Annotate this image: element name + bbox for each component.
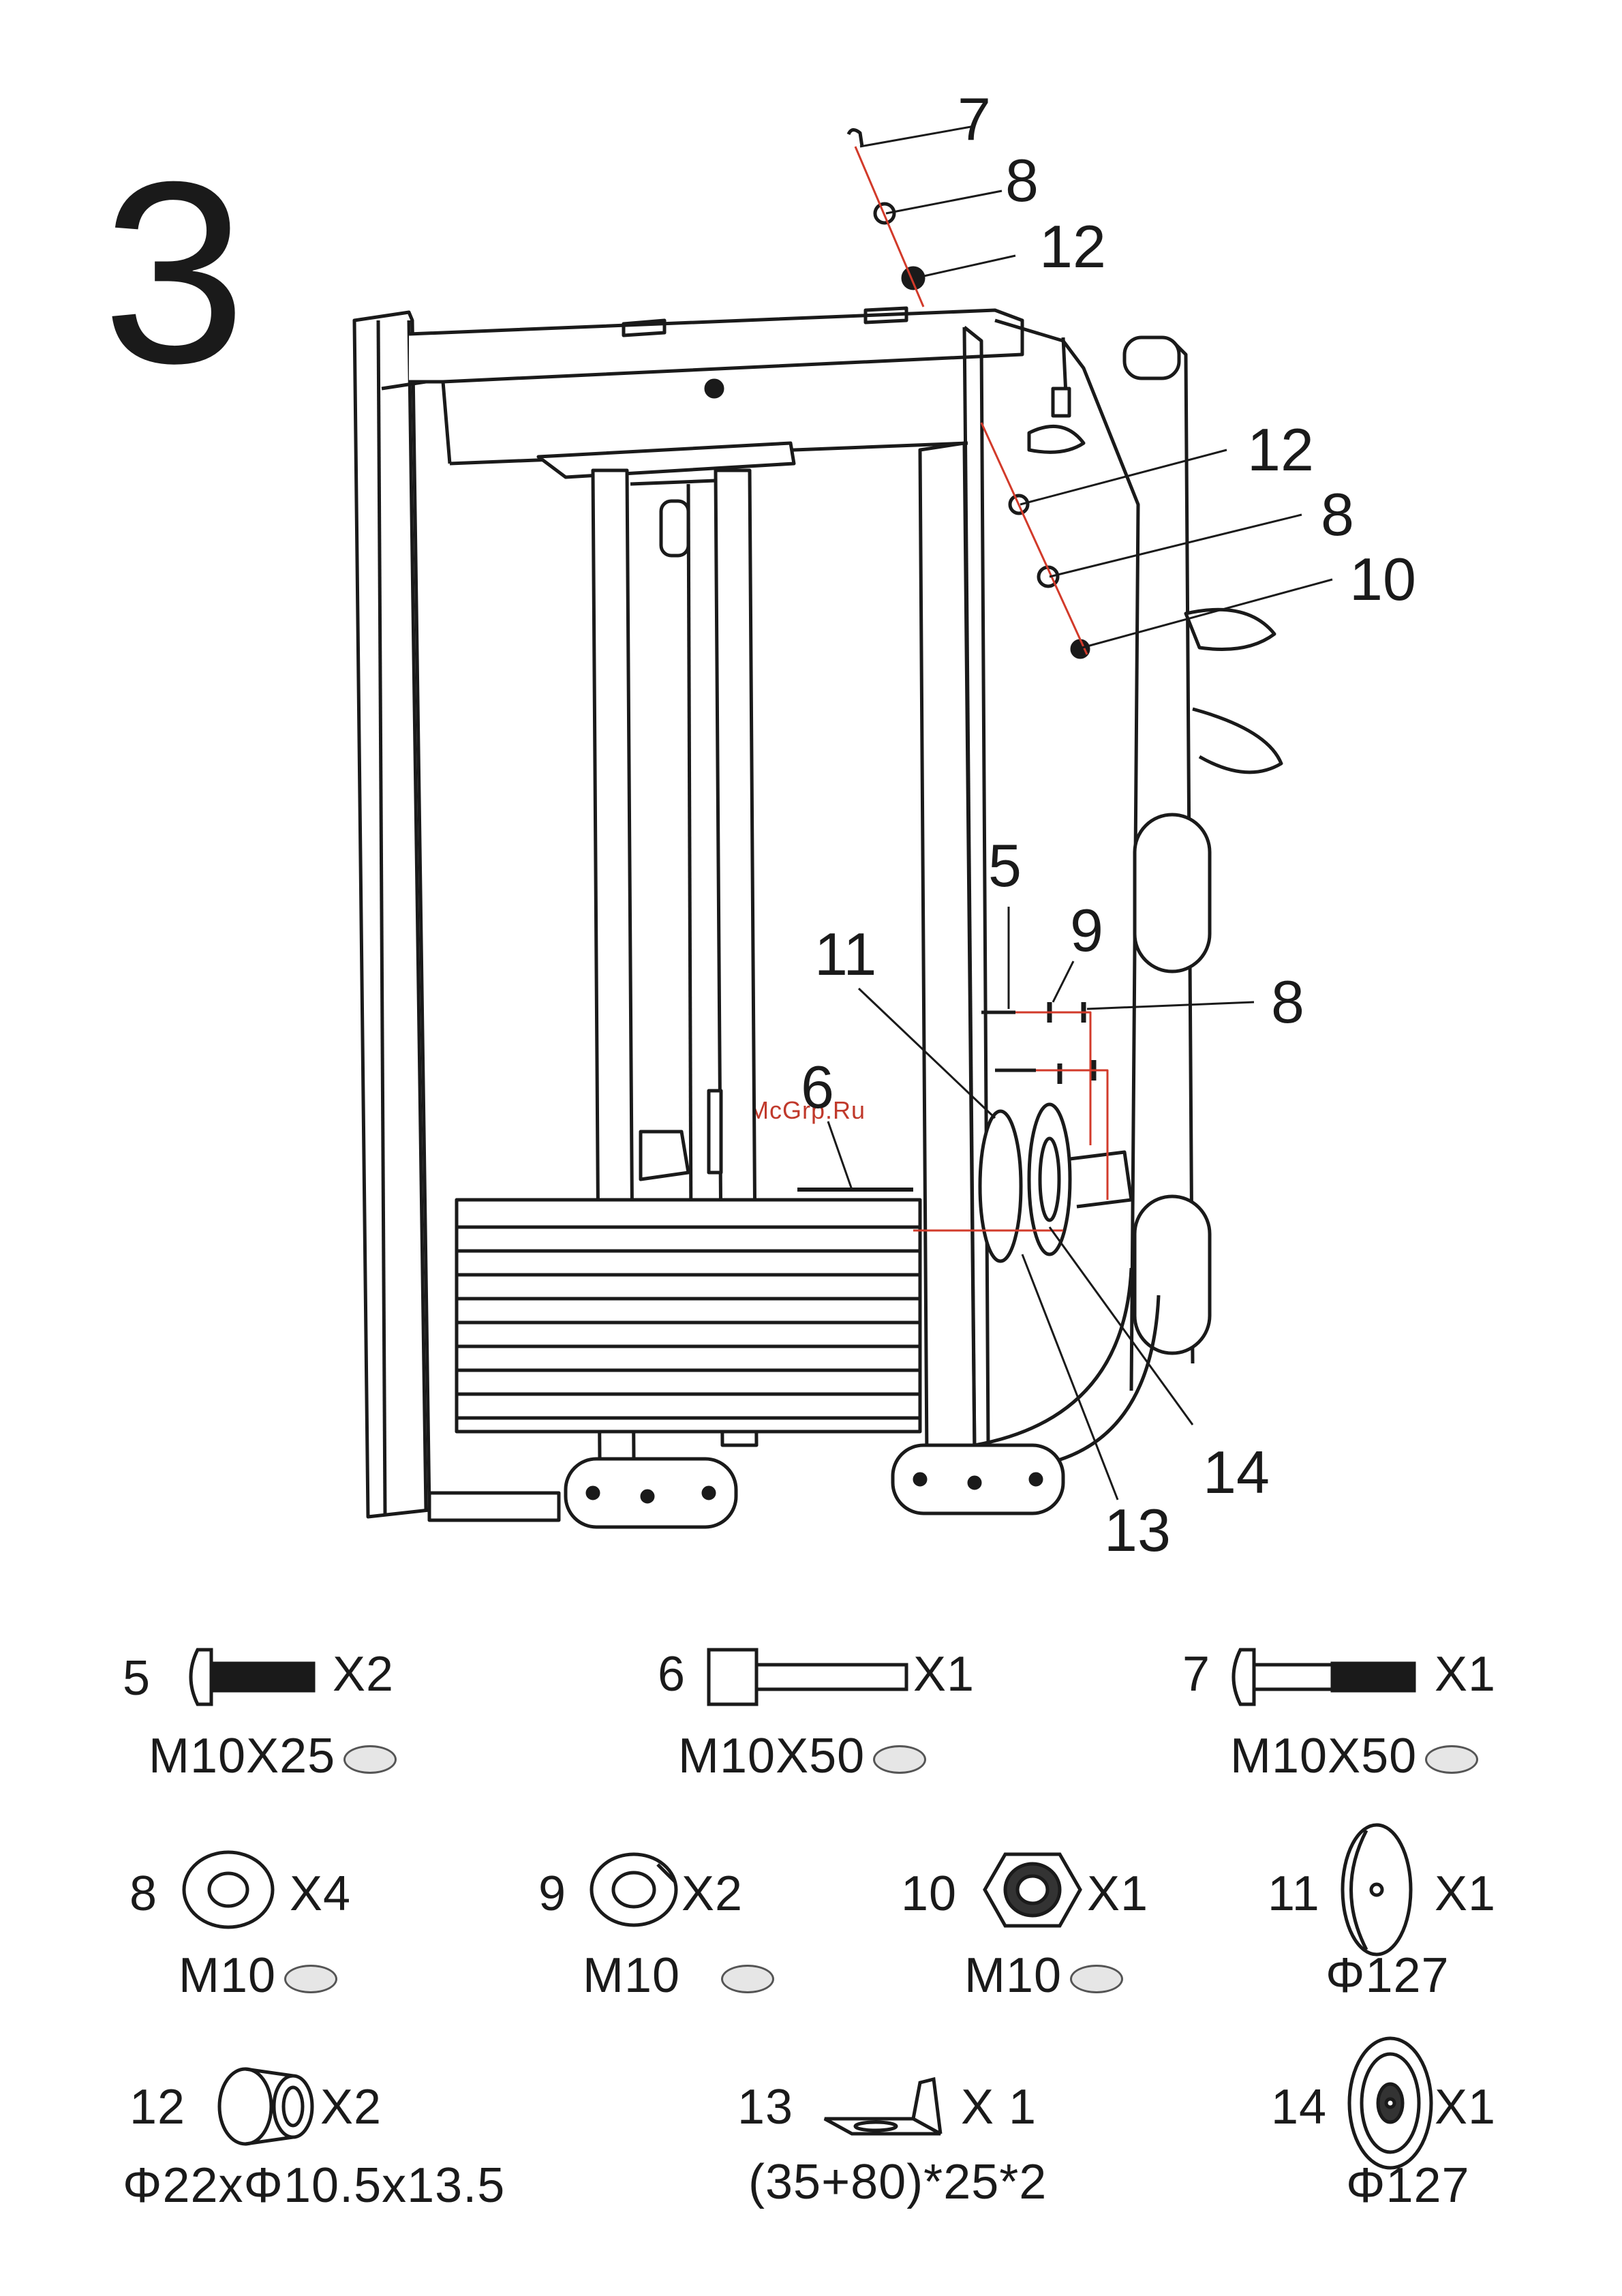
carriage-bolt-icon xyxy=(1234,1650,1414,1704)
part-number: 13 xyxy=(737,2083,793,2132)
marker-oval xyxy=(1070,1965,1123,1993)
part-number: 6 xyxy=(658,1650,686,1699)
marker-oval xyxy=(343,1745,397,1774)
part-spec: M10 xyxy=(179,1951,337,2000)
part-quantity: X2 xyxy=(333,1650,394,1699)
part-quantity: X4 xyxy=(290,1869,351,1918)
bracket-icon xyxy=(825,2079,940,2134)
part-spec: M10 xyxy=(583,1951,774,2000)
part-spec: (35+80)*25*2 xyxy=(748,2158,1047,2207)
part-quantity: X1 xyxy=(1435,1869,1496,1918)
part-spec: M10X25 xyxy=(149,1732,397,1781)
part-number: 12 xyxy=(129,2083,185,2132)
flat-washer-icon xyxy=(184,1852,273,1927)
bushing-icon xyxy=(219,2069,312,2144)
part-number: 5 xyxy=(123,1654,151,1703)
part-quantity: X 1 xyxy=(961,2083,1037,2132)
hex-socket-bolt-icon xyxy=(709,1650,906,1704)
part-spec: Φ127 xyxy=(1346,2161,1470,2210)
part-spec: M10X50 xyxy=(678,1732,926,1781)
part-number: 10 xyxy=(901,1869,957,1918)
part-spec: M10X50 xyxy=(1230,1732,1478,1781)
part-spec: Φ22xΦ10.5x13.5 xyxy=(123,2161,505,2210)
part-number: 8 xyxy=(129,1869,157,1918)
part-spec: Φ127 xyxy=(1326,1951,1450,2000)
part-quantity: X2 xyxy=(682,1869,743,1918)
part-number: 7 xyxy=(1182,1650,1210,1699)
marker-oval xyxy=(873,1745,926,1774)
part-spec: M10 xyxy=(964,1951,1123,2000)
part-quantity: X2 xyxy=(320,2083,382,2132)
part-number: 9 xyxy=(538,1869,566,1918)
part-quantity: X1 xyxy=(1087,1869,1148,1918)
marker-oval xyxy=(721,1965,774,1993)
part-number: 14 xyxy=(1271,2083,1327,2132)
spring-washer-icon xyxy=(592,1854,676,1925)
part-quantity: X1 xyxy=(913,1650,975,1699)
carriage-bolt-icon xyxy=(191,1650,313,1704)
part-quantity: X1 xyxy=(1435,1650,1496,1699)
marker-oval xyxy=(1425,1745,1478,1774)
lock-nut-icon xyxy=(985,1854,1080,1926)
pulley-cover-icon xyxy=(1343,1825,1411,1954)
part-quantity: X1 xyxy=(1435,2083,1496,2132)
marker-oval xyxy=(284,1965,337,1993)
part-number: 11 xyxy=(1268,1869,1320,1918)
pulley-icon xyxy=(1349,2038,1431,2168)
